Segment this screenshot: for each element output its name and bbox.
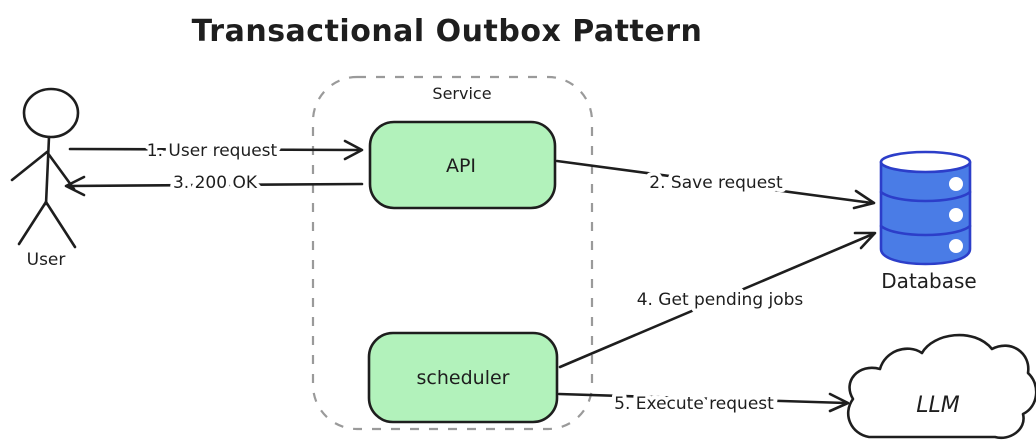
database-top (879, 150, 972, 174)
arrow-2-label: 2. Save request (649, 173, 783, 193)
arrow-1-line (68, 147, 362, 152)
arrow-2-save-request: 2. Save request (555, 159, 876, 210)
arrow-3-line (66, 182, 364, 188)
database-dot-1 (949, 177, 963, 191)
arrow-2-line (555, 159, 874, 205)
database-separator-2 (879, 224, 972, 237)
database-icon (879, 150, 972, 266)
arrow-3-200-ok: 3. 200 OK (64, 169, 364, 197)
arrow-5-execute-request: 5. Execute request (557, 390, 850, 418)
arrow-3-label: 3. 200 OK (173, 173, 258, 193)
api-node (368, 120, 557, 210)
diagram-title: Transactional Outbox Pattern (192, 14, 703, 49)
database-dot-3 (949, 239, 963, 253)
user-leg-left (17, 200, 48, 246)
arrow-3-head-icon (64, 175, 86, 197)
scheduler-label: scheduler (417, 367, 510, 389)
user-leg-right (44, 200, 77, 249)
arrow-1-head-icon (343, 139, 364, 161)
llm-cloud-icon (847, 333, 1036, 440)
arrow-4-get-pending-jobs: 4. Get pending jobs (558, 231, 877, 369)
database-dot-2 (949, 208, 963, 222)
service-container (311, 75, 594, 431)
user-body (44, 135, 51, 206)
user-actor-icon (10, 87, 80, 249)
arrow-1-user-request: 1. User request (68, 137, 364, 165)
llm-cloud-shape (847, 333, 1036, 440)
llm-label: LLM (916, 393, 960, 418)
scheduler-node (367, 331, 559, 424)
database-label: Database (881, 269, 976, 293)
user-label: User (27, 250, 66, 270)
arrow-5-label: 5. Execute request (614, 394, 774, 414)
arrow-5-line (557, 392, 848, 405)
service-label: Service (432, 84, 491, 103)
user-arm-left (10, 150, 49, 182)
user-head (22, 87, 80, 139)
arrow-4-label: 4. Get pending jobs (637, 290, 804, 310)
arrow-5-head-icon (828, 392, 850, 413)
arrow-2-head-icon (852, 189, 876, 210)
database-separator-1 (879, 190, 972, 203)
arrow-4-line (558, 232, 875, 369)
arrow-4-head-icon (853, 231, 877, 250)
database-body (879, 160, 972, 266)
api-label: API (446, 155, 476, 177)
arrow-1-label: 1. User request (147, 141, 278, 161)
